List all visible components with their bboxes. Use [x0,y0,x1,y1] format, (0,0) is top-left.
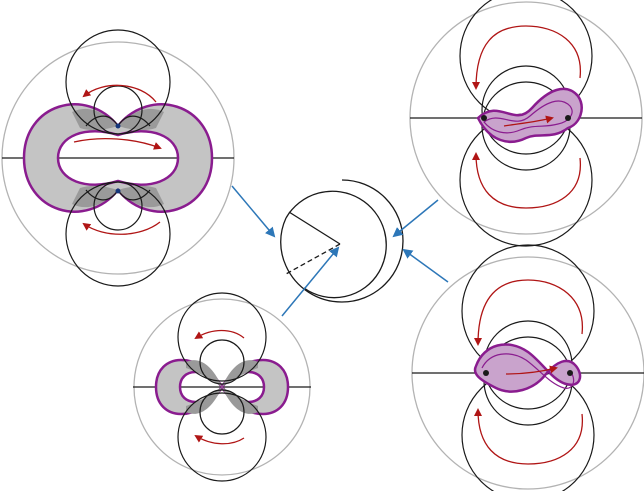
upper-inner-circle [199,339,245,385]
pole-node [565,115,571,121]
dark-cap [72,185,118,208]
pointer-arrow-top-left [231,185,276,238]
slit-disk-outer [285,179,404,303]
panel-bottom-right [411,244,644,491]
pole-node [483,370,489,376]
slit-disk-inner [285,190,387,299]
flow-arrow [474,279,583,346]
pointer-arrows [231,185,449,317]
pole-node [481,115,487,121]
lower-inner-circle [93,181,143,231]
pointer-arrow-top-right [392,199,439,238]
slit-dashed-line [285,243,341,275]
slit-line [288,211,341,245]
upper-outer-circle [65,29,171,135]
flow-arrow [472,152,581,209]
panel-bottom-middle [133,292,311,482]
flow-arrow [472,25,581,90]
lower-outer-circle [177,392,267,482]
panel-center [280,179,404,303]
pole-node [115,123,121,129]
flow-arrow [73,137,162,150]
twisted-band [473,343,582,393]
flow-arrow [505,365,558,375]
flow-arrow [503,115,554,127]
upper-inner-circle [93,85,143,135]
pole-node [115,188,121,194]
band-centerline [481,353,575,389]
dark-cap [118,108,164,131]
lower-inner-circle [199,389,245,435]
twisted-band [476,87,583,143]
panel-top-left [1,29,235,287]
dark-cap [118,185,164,208]
flow-arrow [474,408,583,465]
flow-arrow [194,329,245,340]
pole-node [567,370,573,376]
pointer-arrow-bottom-middle [281,246,340,317]
band-centerline [483,100,573,134]
dark-cap [72,108,118,131]
upper-outer-circle [177,292,267,382]
panel-top-right [409,0,643,247]
pointer-arrow-bottom-right [402,248,449,283]
flow-arrow [194,434,245,445]
flow-arrow [82,221,161,235]
flow-arrow [82,84,157,103]
slit-disk-rim [280,217,287,267]
